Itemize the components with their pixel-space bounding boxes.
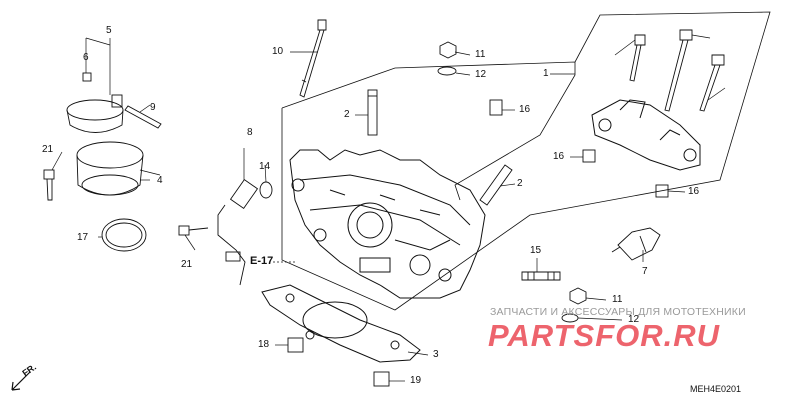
insulator-band <box>66 94 124 133</box>
nut-11-upper <box>439 41 457 59</box>
bolt-18 <box>43 169 55 201</box>
cylinder-head <box>289 149 486 299</box>
dowel-pin-left <box>367 89 378 136</box>
o-ring-13 <box>101 218 147 252</box>
intake-insulator <box>76 141 161 196</box>
callout-3: 3 <box>433 349 439 360</box>
callout-16-rocker: 16 <box>553 151 565 162</box>
callout-16-lower: 16 <box>688 186 700 197</box>
assembly-outline <box>281 11 771 311</box>
callout-17-upper: 18 <box>258 339 270 350</box>
dowel-17-lower <box>373 371 390 387</box>
callout-17-lower: 19 <box>410 375 422 386</box>
reference-e17[interactable]: E-17 <box>250 255 274 267</box>
watermark-logo: PARTSFOR.RU <box>488 318 721 353</box>
callout-9: 9 <box>150 102 156 113</box>
nut-11-lower <box>569 287 587 305</box>
dowel-pin-right <box>479 164 513 206</box>
stud-bolt-10 <box>299 19 327 98</box>
spark-plug <box>611 227 661 261</box>
callout-11-upper: 11 <box>475 49 486 60</box>
rocker-arm-assembly <box>591 99 701 171</box>
sensor-assembly <box>217 178 259 286</box>
callout-7: 7 <box>642 266 648 277</box>
front-direction-arrow <box>11 371 31 391</box>
callout-13: 17 <box>77 232 89 243</box>
bolt-19 <box>178 225 209 236</box>
callout-2-upper: 2 <box>344 109 350 120</box>
callout-18: 21 <box>42 144 54 155</box>
screw-6 <box>82 72 92 82</box>
callout-8: 8 <box>247 127 253 138</box>
callout-12-upper: 12 <box>475 69 487 80</box>
collar-16-upper <box>489 99 503 116</box>
bolt-9 <box>124 105 162 129</box>
stud-15 <box>521 271 561 281</box>
callout-2-lower: 2 <box>517 178 523 189</box>
callout-14: 14 <box>259 161 271 172</box>
bolt-21-lower <box>699 54 725 112</box>
bolt-21-upper <box>664 29 693 112</box>
callout-4: 4 <box>157 175 163 186</box>
collar-16-rocker <box>582 149 596 163</box>
callout-5: 5 <box>106 25 112 36</box>
callout-12-lower: 12 <box>628 314 640 325</box>
watermark-text: ЗАПЧАСТИ И АКСЕССУАРЫ ДЛЯ МОТОТЕХНИКИ <box>490 306 746 318</box>
callout-15: 15 <box>530 245 542 256</box>
washer-14 <box>259 181 273 199</box>
callout-1: 1 <box>543 68 549 79</box>
diagram-code: MEH4E0201 <box>690 384 742 394</box>
callout-10: 10 <box>272 46 284 57</box>
bolt-20 <box>629 34 646 82</box>
callout-16-upper: 16 <box>519 104 531 115</box>
callout-11-lower: 11 <box>612 294 623 305</box>
head-gasket <box>261 284 421 363</box>
dowel-17-upper <box>287 337 304 353</box>
leader-lines <box>51 34 726 382</box>
callout-19: 21 <box>181 259 193 270</box>
washer-12-upper <box>437 66 457 76</box>
callout-6: 6 <box>83 52 89 63</box>
